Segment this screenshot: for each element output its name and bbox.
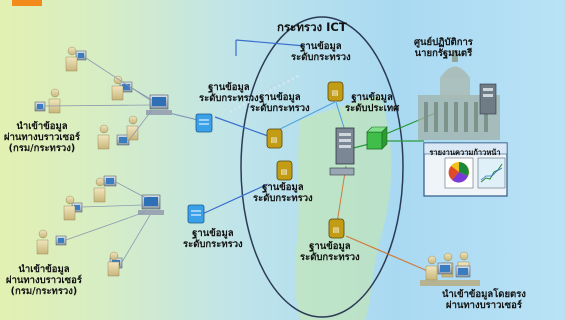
db-ministry-left-label: ฐานข้อมูลระดับกระทรวง	[199, 82, 259, 104]
title-mark	[12, 0, 42, 6]
server-tower-icon	[329, 127, 355, 176]
svg-text:▤: ▤	[271, 136, 278, 144]
user-workstation-icon	[36, 177, 120, 277]
db-ministry-top-label: ฐานข้อมูลระดับกระทรวง	[291, 41, 351, 63]
db-national-label: ฐานข้อมูลระดับประเทศ	[345, 92, 400, 114]
computer-cluster-bottom	[36, 175, 164, 277]
computer-cluster-top	[34, 46, 172, 150]
db-ministry-left2-label: ฐานข้อมูลระดับกระทรวง	[183, 228, 243, 250]
browser-input-bottom-label: นำเข้าข้อมูลผ่านทางบราวเซอร์(กรม/กระทรวง…	[6, 264, 82, 297]
database-icon-blue-top	[195, 113, 213, 133]
computer-icon	[146, 94, 172, 115]
pm-center-label: ศูนย์ปฏิบัติการนายกรัฐมนตรี	[414, 37, 473, 59]
svg-text:▤: ▤	[333, 226, 340, 234]
browser-input-top-label: นำเข้าข้อมูลผ่านทางบราวเซอร์(กรม/กระทรวง…	[4, 121, 80, 154]
db-ministry-lower-label: ฐานข้อมูลระดับกระทรวง	[253, 182, 313, 204]
report-panel-title: รายงานความก้าวหน้า	[429, 148, 501, 157]
svg-text:▤: ▤	[332, 89, 339, 97]
svg-text:▤: ▤	[281, 168, 288, 176]
database-icon-yellow: ▤ ▤ ▤ ▤	[266, 81, 345, 239]
map-silhouette	[294, 95, 392, 320]
direct-input-label: นำเข้าข้อมูลโดยตรงผ่านทางบราวเซอร์	[442, 289, 526, 311]
computer-icon	[138, 194, 164, 215]
db-ministry-mid-label: ฐานข้อมูลระดับกระทรวง	[250, 92, 310, 114]
ict-title: กระทรวง ICT	[277, 20, 347, 34]
database-icon-green	[366, 126, 388, 150]
government-building-icon	[418, 50, 500, 140]
report-panel	[423, 142, 508, 197]
direct-input-group	[420, 251, 480, 286]
db-ministry-bottom-label: ฐานข้อมูลระดับกระทรวง	[300, 241, 360, 263]
pie-chart-icon	[444, 157, 474, 189]
line-chart-icon	[477, 157, 506, 189]
ict-ellipse	[240, 16, 404, 318]
database-icon-blue-bottom	[187, 204, 205, 224]
